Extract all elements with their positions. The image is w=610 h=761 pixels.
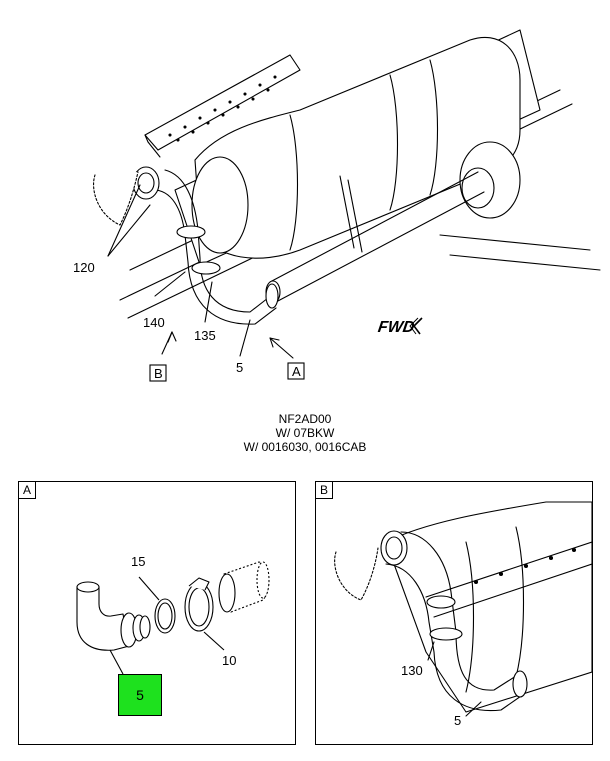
detail-a-tag: A — [18, 481, 36, 499]
detail-a-label-15: 15 — [131, 554, 145, 569]
part-label-5: 5 — [236, 360, 243, 375]
caption-line-2: W/ 07BKW — [275, 426, 335, 440]
elbow-pipe-icon — [76, 586, 130, 651]
detail-a-label-10: 10 — [222, 653, 236, 668]
detail-a-drawing: 15 10 — [76, 554, 270, 675]
detail-b-drawing: 130 5 — [334, 501, 592, 728]
part-label-135: 135 — [194, 328, 216, 343]
detail-b-label-5: 5 — [454, 713, 461, 728]
part-label-120: 120 — [73, 260, 95, 275]
caption-line-3: W/ 0016030, 0016CAB — [243, 440, 367, 454]
exhaust-assembly — [93, 29, 601, 359]
view-a-tag: A — [292, 364, 301, 379]
view-b-tag: B — [154, 366, 163, 381]
detail-b-panel: B 130 5 — [315, 481, 593, 745]
detail-b-tag: B — [315, 481, 333, 499]
fwd-label: FWD — [377, 318, 416, 336]
caption-line-1: NF2AD00 — [278, 412, 332, 426]
view-a-tag-box — [287, 362, 305, 380]
callout-part-5[interactable]: 5 — [118, 674, 162, 716]
detail-b-label-130: 130 — [401, 663, 423, 678]
fwd-arrow-icon — [409, 317, 423, 335]
part-label-140: 140 — [143, 315, 165, 330]
view-b-tag-box — [149, 364, 167, 382]
